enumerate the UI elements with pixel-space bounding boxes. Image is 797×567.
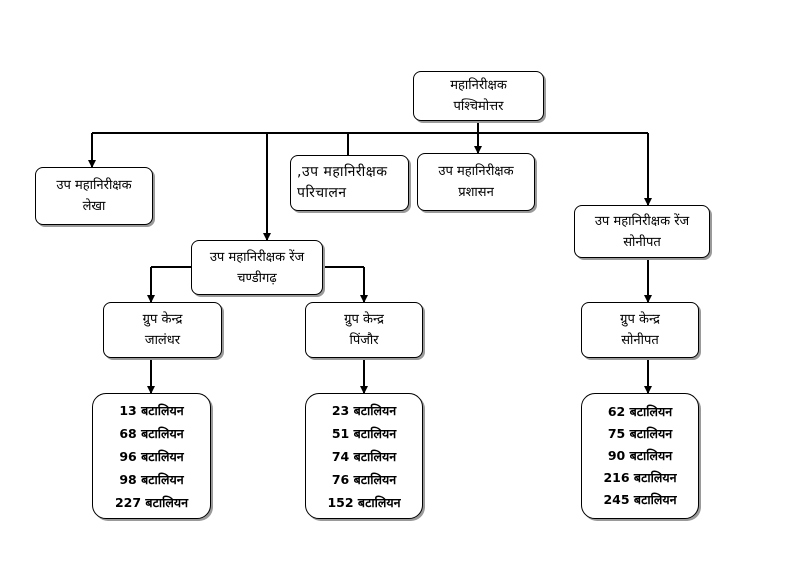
node-label: चण्डीगढ़ — [237, 270, 277, 286]
battalion-item: 90 बटालियन — [607, 448, 673, 463]
battalion-item: 227 बटालियन — [114, 494, 189, 510]
node-label: उप महानिरीक्षक — [438, 164, 514, 179]
node-group-centre-jalandhar: ग्रुप केन्द्र जालंधर — [103, 302, 222, 358]
node-label: ग्रुप केन्द्र — [344, 312, 384, 327]
battalion-item: 23 बटालियन — [331, 402, 397, 418]
node-label: उप महानिरीक्षक — [56, 178, 132, 193]
node-label: प्रशासन — [458, 185, 494, 200]
battalion-item: 96 बटालियन — [119, 448, 184, 464]
node-label: ,उप महानिरीक्षक — [297, 164, 388, 180]
battalion-item: 74 बटालियन — [331, 448, 397, 464]
battalion-item: 216 बटालियन — [603, 470, 677, 485]
node-group-centre-pinjore: ग्रुप केन्द्र पिंजौर — [305, 302, 423, 358]
node-label: ग्रुप केन्द्र — [620, 312, 660, 327]
battalion-item: 13 बटालियन — [119, 402, 184, 418]
node-dig-accounts: उप महानिरीक्षक लेखा — [35, 167, 153, 225]
battalion-item: 51 बटालियन — [331, 425, 397, 441]
node-group-centre-sonipat: ग्रुप केन्द्र सोनीपत — [581, 302, 699, 358]
node-label: उप महानिरीक्षक रेंज — [209, 249, 305, 265]
node-battalions-jalandhar: 13 बटालियन 68 बटालियन 96 बटालियन 98 बटाल… — [92, 393, 211, 519]
battalion-item: 152 बटालियन — [327, 494, 401, 510]
node-dig-range-chandigarh: उप महानिरीक्षक रेंज चण्डीगढ़ — [191, 240, 323, 295]
node-dig-administration: उप महानिरीक्षक प्रशासन — [417, 153, 535, 211]
node-label: महानिरीक्षक — [450, 78, 507, 93]
battalion-item: 245 बटालियन — [603, 492, 677, 507]
battalion-item: 98 बटालियन — [119, 471, 184, 487]
node-battalions-sonipat: 62 बटालियन 75 बटालियन 90 बटालियन 216 बटा… — [581, 393, 699, 519]
node-label: पश्चिमोत्तर — [453, 99, 504, 114]
node-battalions-pinjore: 23 बटालियन 51 बटालियन 74 बटालियन 76 बटाल… — [305, 393, 423, 519]
node-label: पिंजौर — [349, 333, 379, 348]
node-inspector-general: महानिरीक्षक पश्चिमोत्तर — [413, 71, 544, 121]
node-label: परिचालन — [297, 185, 347, 201]
battalion-item: 68 बटालियन — [119, 425, 184, 441]
node-label: सोनीपत — [623, 234, 661, 250]
node-label: सोनीपत — [621, 333, 659, 348]
node-dig-operations: ,उप महानिरीक्षक परिचालन — [290, 155, 409, 211]
node-label: उप महानिरीक्षक रेंज — [594, 213, 690, 229]
node-label: ग्रुप केन्द्र — [142, 312, 183, 327]
battalion-item: 62 बटालियन — [607, 404, 673, 419]
node-dig-range-sonipat: उप महानिरीक्षक रेंज सोनीपत — [574, 205, 710, 258]
node-label: लेखा — [82, 199, 106, 214]
battalion-item: 76 बटालियन — [331, 471, 397, 487]
node-label: जालंधर — [144, 333, 181, 348]
battalion-item: 75 बटालियन — [607, 426, 673, 441]
